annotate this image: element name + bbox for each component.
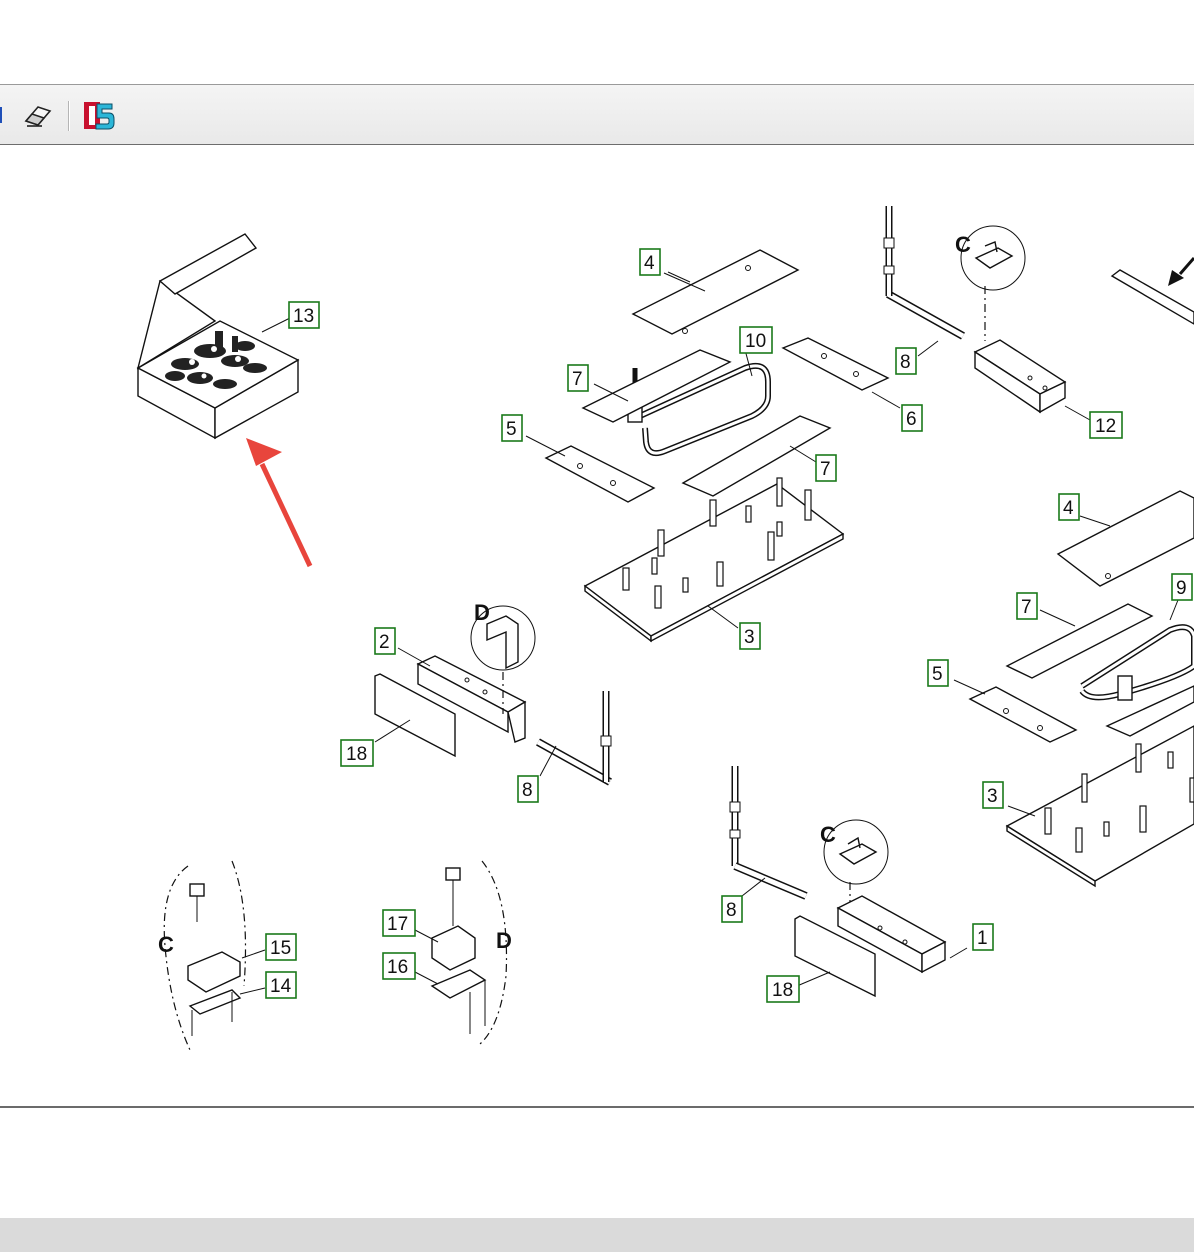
callout-13[interactable]: 13 [288, 301, 320, 329]
part-1-bar [836, 895, 947, 974]
svg-text:16: 16 [387, 957, 408, 978]
svg-text:18: 18 [346, 744, 367, 765]
callout-8-lower[interactable]: 8 [721, 895, 743, 923]
callout-16[interactable]: 16 [382, 952, 416, 980]
svg-text:9: 9 [1176, 578, 1187, 599]
detail-label-c-left: C [158, 932, 174, 957]
part-12-bar [973, 339, 1067, 414]
callout-4-right[interactable]: 4 [1058, 493, 1080, 521]
callout-8-middle[interactable]: 8 [517, 775, 539, 803]
callout-7-b[interactable]: 7 [815, 454, 837, 482]
svg-text:8: 8 [522, 780, 533, 801]
window-bottom-edge [0, 1252, 1194, 1260]
callout-9[interactable]: 9 [1171, 573, 1193, 601]
part-18-cover-left [374, 673, 456, 758]
svg-text:6: 6 [906, 409, 917, 430]
part-plate-right-lower [1105, 685, 1194, 737]
svg-text:12: 12 [1095, 416, 1116, 437]
svg-text:7: 7 [572, 369, 583, 390]
svg-text:8: 8 [900, 352, 911, 373]
part-3-base-right [1005, 725, 1194, 888]
parts-diagram: C D C C D 13 4 10 7 8 6 12 5 7 3 4 9 7 5… [0, 146, 1194, 1106]
svg-text:14: 14 [270, 976, 292, 997]
part-5-plate-right [968, 686, 1078, 743]
callout-1[interactable]: 1 [972, 923, 994, 951]
callout-17[interactable]: 17 [382, 909, 416, 937]
callout-2[interactable]: 2 [374, 627, 396, 655]
detail-d-circle-upper [470, 605, 536, 671]
callout-4-upper[interactable]: 4 [639, 248, 661, 276]
window-top-area [0, 0, 1194, 84]
callout-10[interactable]: 10 [739, 326, 773, 354]
detail-label-d-right: D [496, 928, 512, 953]
svg-text:8: 8 [726, 900, 737, 921]
part-8-rod-middle [536, 691, 612, 786]
callout-12[interactable]: 12 [1089, 411, 1123, 439]
part-5-plate-upper [544, 445, 656, 503]
svg-text:4: 4 [1063, 498, 1074, 519]
part-3-base-upper [583, 477, 845, 643]
toolbar-separator [68, 101, 70, 131]
callout-3-right[interactable]: 3 [982, 781, 1004, 809]
detail-label-c-upper: C [955, 232, 971, 257]
svg-text:5: 5 [506, 419, 517, 440]
svg-text:7: 7 [820, 459, 831, 480]
detail-label-d-upper: D [474, 600, 490, 625]
svg-text:15: 15 [270, 938, 291, 959]
part-4-plate-right [1056, 490, 1194, 587]
horizontal-scrollbar[interactable] [0, 1218, 1194, 1252]
detail-c-circle-upper [960, 225, 1026, 291]
navigation-icon[interactable] [0, 99, 18, 131]
part-4-plate-upper [631, 249, 800, 335]
svg-text:18: 18 [772, 980, 793, 1001]
part-8-rod-lower [729, 766, 808, 900]
svg-text:3: 3 [744, 627, 755, 648]
app-logo-icon[interactable] [82, 99, 115, 131]
detail-c-assembly [163, 860, 247, 1051]
callout-5-upper[interactable]: 5 [501, 414, 523, 442]
detail-d-assembly [430, 860, 508, 1045]
part-7-plate-a [581, 349, 732, 423]
part-8-rod-upper [883, 206, 965, 340]
canvas-bottom-border [0, 1106, 1194, 1108]
svg-text:17: 17 [387, 914, 408, 935]
detail-label-c-lower: C [820, 822, 836, 847]
callout-18-left[interactable]: 18 [340, 739, 374, 767]
svg-text:1: 1 [977, 928, 988, 949]
part-9-heater-loop [1079, 624, 1194, 701]
callout-7-a[interactable]: 7 [567, 364, 589, 392]
callout-7-c[interactable]: 7 [1016, 592, 1038, 620]
part-18-cover-right [794, 915, 876, 998]
svg-text:10: 10 [745, 331, 766, 352]
svg-text:2: 2 [379, 632, 390, 653]
detail-c-circle-lower [823, 819, 889, 885]
leader-lines [239, 272, 1179, 995]
callout-8-upper[interactable]: 8 [895, 347, 917, 375]
svg-text:7: 7 [1021, 597, 1032, 618]
red-arrow-icon [246, 438, 313, 568]
svg-text:3: 3 [987, 786, 998, 807]
direction-arrow-icon [1168, 257, 1194, 286]
toolbar [0, 84, 1194, 145]
eraser-icon[interactable] [22, 99, 54, 131]
parts-box-illustration [136, 233, 300, 440]
callout-18-right[interactable]: 18 [766, 975, 800, 1003]
svg-text:5: 5 [932, 664, 943, 685]
part-7-plate-right [1005, 603, 1154, 679]
part-2-bar [416, 655, 527, 743]
svg-text:4: 4 [644, 253, 655, 274]
part-6-plate [781, 337, 890, 391]
callout-3-upper[interactable]: 3 [739, 622, 761, 650]
callout-15[interactable]: 15 [265, 933, 297, 961]
callout-14[interactable]: 14 [265, 971, 297, 999]
callout-5-right[interactable]: 5 [927, 659, 949, 687]
callout-6[interactable]: 6 [901, 404, 923, 432]
part-7-plate-b [681, 415, 832, 497]
status-area [0, 1108, 1194, 1218]
svg-text:13: 13 [293, 306, 314, 327]
